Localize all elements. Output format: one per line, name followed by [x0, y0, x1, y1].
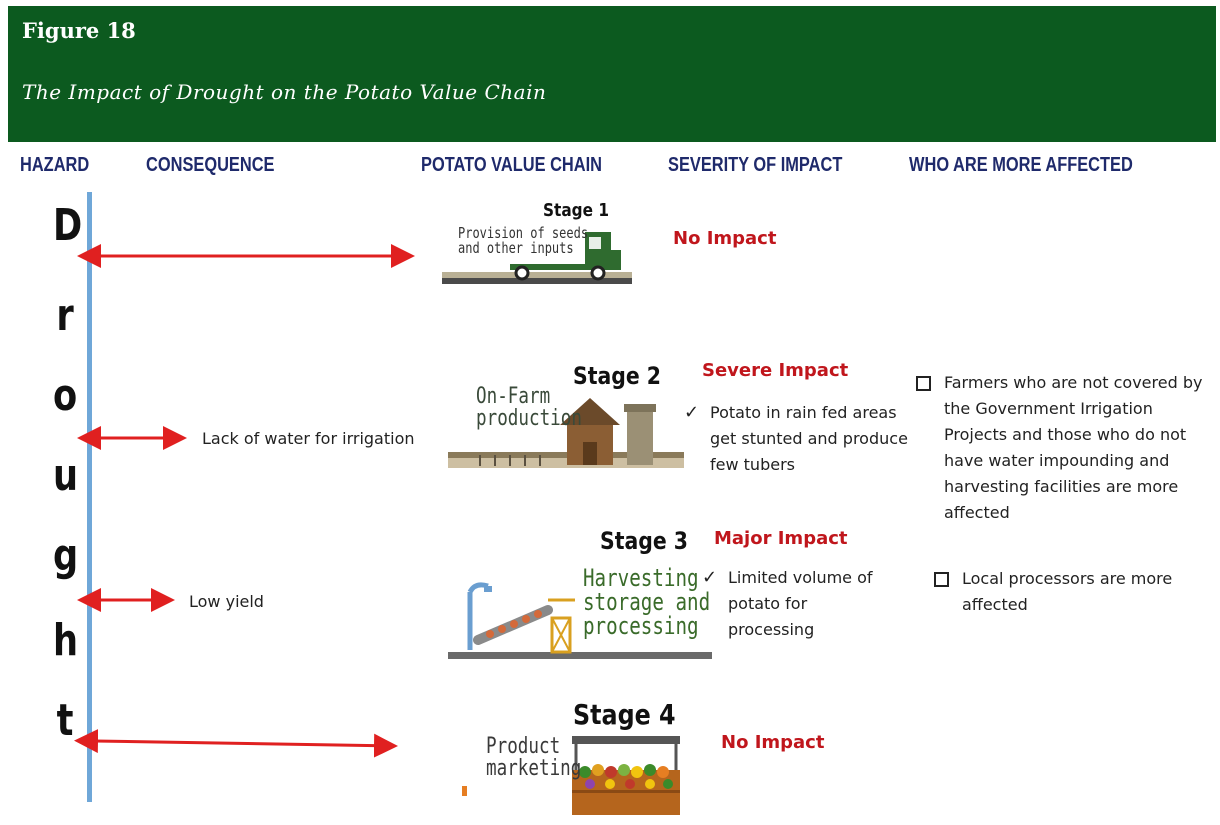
hazard-letter: g [53, 530, 79, 581]
severity-stage-4: No Impact [721, 732, 825, 753]
stage-4-label: Stage 4 [573, 698, 676, 731]
header-affected: WHO ARE MORE AFFECTED [909, 154, 1133, 176]
stage-1-caption: Provision of seeds and other inputs [458, 226, 588, 256]
figure-number: Figure 18 [22, 18, 136, 43]
hazard-letter: o [53, 370, 78, 421]
consequence-stage-2: Lack of water for irrigation [202, 429, 415, 448]
hazard-letter: h [53, 615, 79, 666]
check-icon: ✓ [702, 567, 718, 588]
caption-line: Harvesting [583, 564, 699, 592]
arrow-stage4 [74, 729, 398, 758]
severity-stage-1: No Impact [673, 228, 777, 249]
detail-stage-2: ✓ Potato in rain fed areas get stunted a… [684, 400, 920, 478]
caption-line: production [476, 406, 582, 431]
caption-line: processing [583, 612, 699, 640]
truck-illustration [442, 232, 632, 284]
affected-stage-3: Local processors are more affected [934, 566, 1202, 618]
header-severity: SEVERITY OF IMPACT [668, 154, 843, 176]
market-illustration [462, 736, 680, 815]
severity-stage-2: Severe Impact [702, 360, 849, 381]
caption-line: marketing [486, 756, 582, 781]
caption-line: Product [486, 734, 561, 759]
stage-1-label: Stage 1 [543, 200, 609, 221]
caption-line: On-Farm [476, 384, 551, 409]
caption-line: storage and [583, 588, 711, 616]
farm-illustration [448, 398, 684, 468]
header-consequence: CONSEQUENCE [146, 154, 275, 176]
affected-text: Farmers who are not covered by the Gover… [944, 373, 1203, 522]
stage-2-label: Stage 2 [573, 362, 661, 390]
detail-stage-3: ✓ Limited volume of potato for processin… [702, 565, 898, 643]
hazard-letter: t [56, 695, 74, 746]
processing-illustration [448, 582, 712, 659]
stage-2-caption: On-Farm production [476, 386, 582, 430]
caption-line: Provision of seeds [458, 224, 589, 242]
caption-line: and other inputs [458, 239, 574, 257]
consequence-stage-3: Low yield [189, 592, 264, 611]
figure-title: The Impact of Drought on the Potato Valu… [22, 80, 547, 104]
figure-banner: Figure 18 The Impact of Drought on the P… [8, 6, 1216, 142]
stage-3-caption: Harvesting storage and processing [583, 566, 710, 638]
detail-text: Limited volume of potato for processing [728, 568, 873, 639]
hazard-letter: r [56, 290, 74, 341]
severity-stage-3: Major Impact [714, 528, 848, 549]
hazard-letter: u [53, 450, 79, 501]
hazard-line [87, 192, 92, 802]
detail-text: Potato in rain fed areas get stunted and… [710, 403, 908, 474]
stage-4-caption: Product marketing [486, 736, 581, 780]
header-hazard: HAZARD [20, 154, 90, 176]
checkbox-icon [934, 572, 949, 587]
header-value-chain: POTATO VALUE CHAIN [421, 154, 603, 176]
affected-stage-2: Farmers who are not covered by the Gover… [916, 370, 1216, 526]
checkbox-icon [916, 376, 931, 391]
stage-3-label: Stage 3 [600, 527, 688, 555]
check-icon: ✓ [684, 402, 700, 423]
affected-text: Local processors are more affected [962, 569, 1173, 614]
